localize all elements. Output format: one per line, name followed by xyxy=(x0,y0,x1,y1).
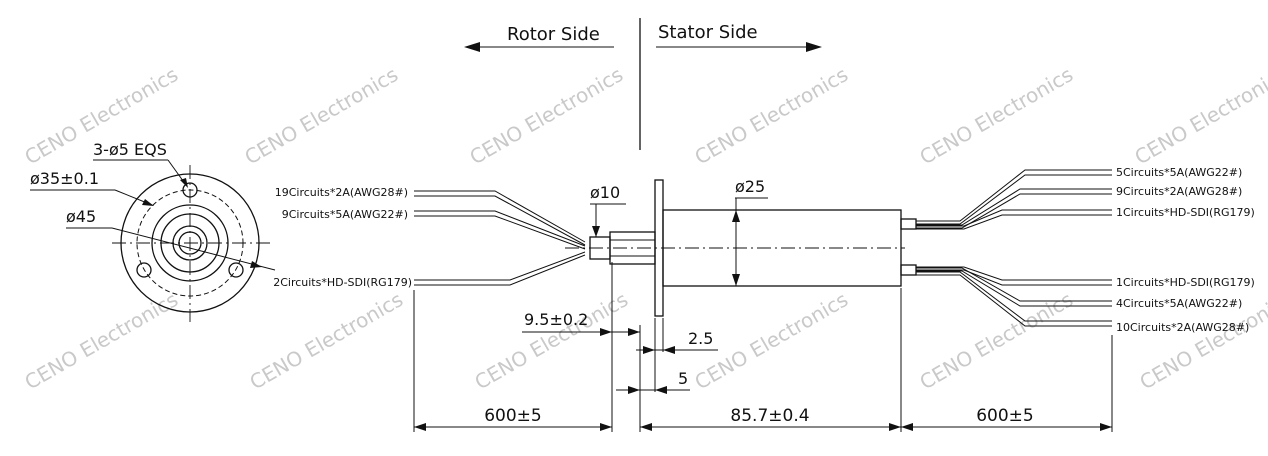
watermark: CENO Electronics xyxy=(691,62,853,169)
flange-od-leader xyxy=(111,227,276,271)
stator-wire xyxy=(916,267,1112,302)
rotor-wire-label: 19Circuits*2A(AWG28#) xyxy=(275,186,408,199)
shaft-extension-arrow xyxy=(600,328,612,336)
stator-wire xyxy=(916,214,1112,230)
body-length-dimension: 85.7±0.4 xyxy=(730,406,809,426)
stator-wire xyxy=(916,269,1112,286)
shaft-extension-dimension: 9.5±0.2 xyxy=(524,310,588,329)
rotor-arrow-head xyxy=(464,42,480,52)
stator-wire xyxy=(916,274,1112,327)
stator-wire xyxy=(916,169,1112,222)
stator-wire xyxy=(916,193,1112,229)
mount-hole xyxy=(136,262,152,278)
stator-wire xyxy=(916,174,1112,225)
rotor-lead-dimension: 600±5 xyxy=(484,406,542,426)
watermark: CENO Electronics xyxy=(466,62,628,169)
stator-side-label: Stator Side xyxy=(658,22,758,43)
stator-lead-arrow xyxy=(901,423,913,431)
stator-wire xyxy=(916,271,1112,322)
flange-gap-arrow xyxy=(628,386,640,394)
flange-od-dimension: ø45 xyxy=(66,207,96,226)
stator-wires: 5Circuits*5A(AWG22#) 9Circuits*2A(AWG28#… xyxy=(916,166,1255,334)
rotor-wire xyxy=(414,251,586,281)
shaft-diameter-dimension: ø10 xyxy=(590,183,620,202)
side-view xyxy=(565,179,917,317)
stator-outlet-bottom xyxy=(900,264,917,276)
stator-arrow-head xyxy=(806,42,822,52)
flange-thickness-arrow xyxy=(663,346,675,354)
flange-od-arrow xyxy=(250,261,262,268)
watermarks: CENO Electronics CENO Electronics CENO E… xyxy=(21,62,1268,394)
stator-wire-label: 1Circuits*HD-SDI(RG179) xyxy=(1116,276,1255,289)
stator-lead-arrow xyxy=(1100,423,1112,431)
stator-wire xyxy=(916,209,1112,227)
holes-dimension: 3-ø5 EQS xyxy=(93,140,167,159)
stator-wire-label: 9Circuits*2A(AWG28#) xyxy=(1116,185,1242,198)
stator-wire xyxy=(916,266,1112,281)
rotor-wires: 19Circuits*2A(AWG28#) 9Circuits*5A(AWG22… xyxy=(273,186,586,289)
flange-thickness-dimension: 2.5 xyxy=(688,329,713,348)
flange-thickness-arrow xyxy=(643,346,655,354)
watermark: CENO Electronics xyxy=(916,62,1078,169)
stator-lead-dimension: 600±5 xyxy=(976,406,1034,426)
mount-hole xyxy=(228,262,244,278)
watermark: CENO Electronics xyxy=(241,62,403,169)
rotor-wire xyxy=(414,190,586,243)
body-length-arrow xyxy=(640,423,652,431)
small-dimensions: 9.5±0.2 2.5 5 xyxy=(522,310,718,394)
side-header: Rotor Side Stator Side xyxy=(464,18,822,150)
extension-lines xyxy=(413,262,1113,432)
pcd-dimension: ø35±0.1 xyxy=(30,169,99,188)
body-length-arrow xyxy=(889,423,901,431)
rotor-lead-arrow xyxy=(600,423,612,431)
stator-wire xyxy=(916,270,1112,307)
flange-gap-dimension: 5 xyxy=(678,369,688,388)
rotor-wire xyxy=(414,254,586,286)
rotor-wire-label: 9Circuits*5A(AWG22#) xyxy=(282,208,408,221)
rotor-shaft xyxy=(589,236,611,260)
pcd-leader-arrow xyxy=(142,199,154,206)
watermark: CENO Electronics xyxy=(1131,62,1268,169)
rotor-lead-arrow xyxy=(414,423,426,431)
stator-wire-label: 5Circuits*5A(AWG22#) xyxy=(1116,166,1242,179)
shaft-diameter-arrow xyxy=(592,226,600,237)
rotor-wire xyxy=(414,195,586,246)
stator-wire xyxy=(916,188,1112,226)
rotor-wire-label: 2Circuits*HD-SDI(RG179) xyxy=(273,276,412,289)
body-diameter-arrow-top xyxy=(732,210,740,222)
holes-leader-arrow xyxy=(180,178,188,188)
watermark: CENO Electronics xyxy=(691,287,853,394)
watermark: CENO Electronics xyxy=(21,287,183,394)
stator-wire-label: 4Circuits*5A(AWG22#) xyxy=(1116,297,1242,310)
rotor-wire xyxy=(414,215,586,250)
body-diameter-dimension: ø25 xyxy=(735,177,765,196)
rotor-side-label: Rotor Side xyxy=(507,24,600,45)
stator-outlet-top xyxy=(900,218,917,230)
watermark: CENO Electronics xyxy=(471,287,633,394)
stator-wire-label: 1Circuits*HD-SDI(RG179) xyxy=(1116,206,1255,219)
rotor-wire xyxy=(414,210,586,247)
stator-wire-label: 10Circuits*2A(AWG28#) xyxy=(1116,321,1249,334)
length-dimensions: 600±5 85.7±0.4 600±5 xyxy=(414,406,1112,431)
diameter-callouts: ø10 ø25 xyxy=(590,177,768,286)
flange-gap-arrow xyxy=(655,386,667,394)
end-view: 3-ø5 EQS ø35±0.1 ø45 xyxy=(30,140,276,322)
body-diameter-arrow-bottom xyxy=(732,274,740,286)
watermark: CENO Electronics xyxy=(246,287,408,394)
stator-body xyxy=(662,209,902,287)
shaft-extension-arrow xyxy=(628,328,640,336)
